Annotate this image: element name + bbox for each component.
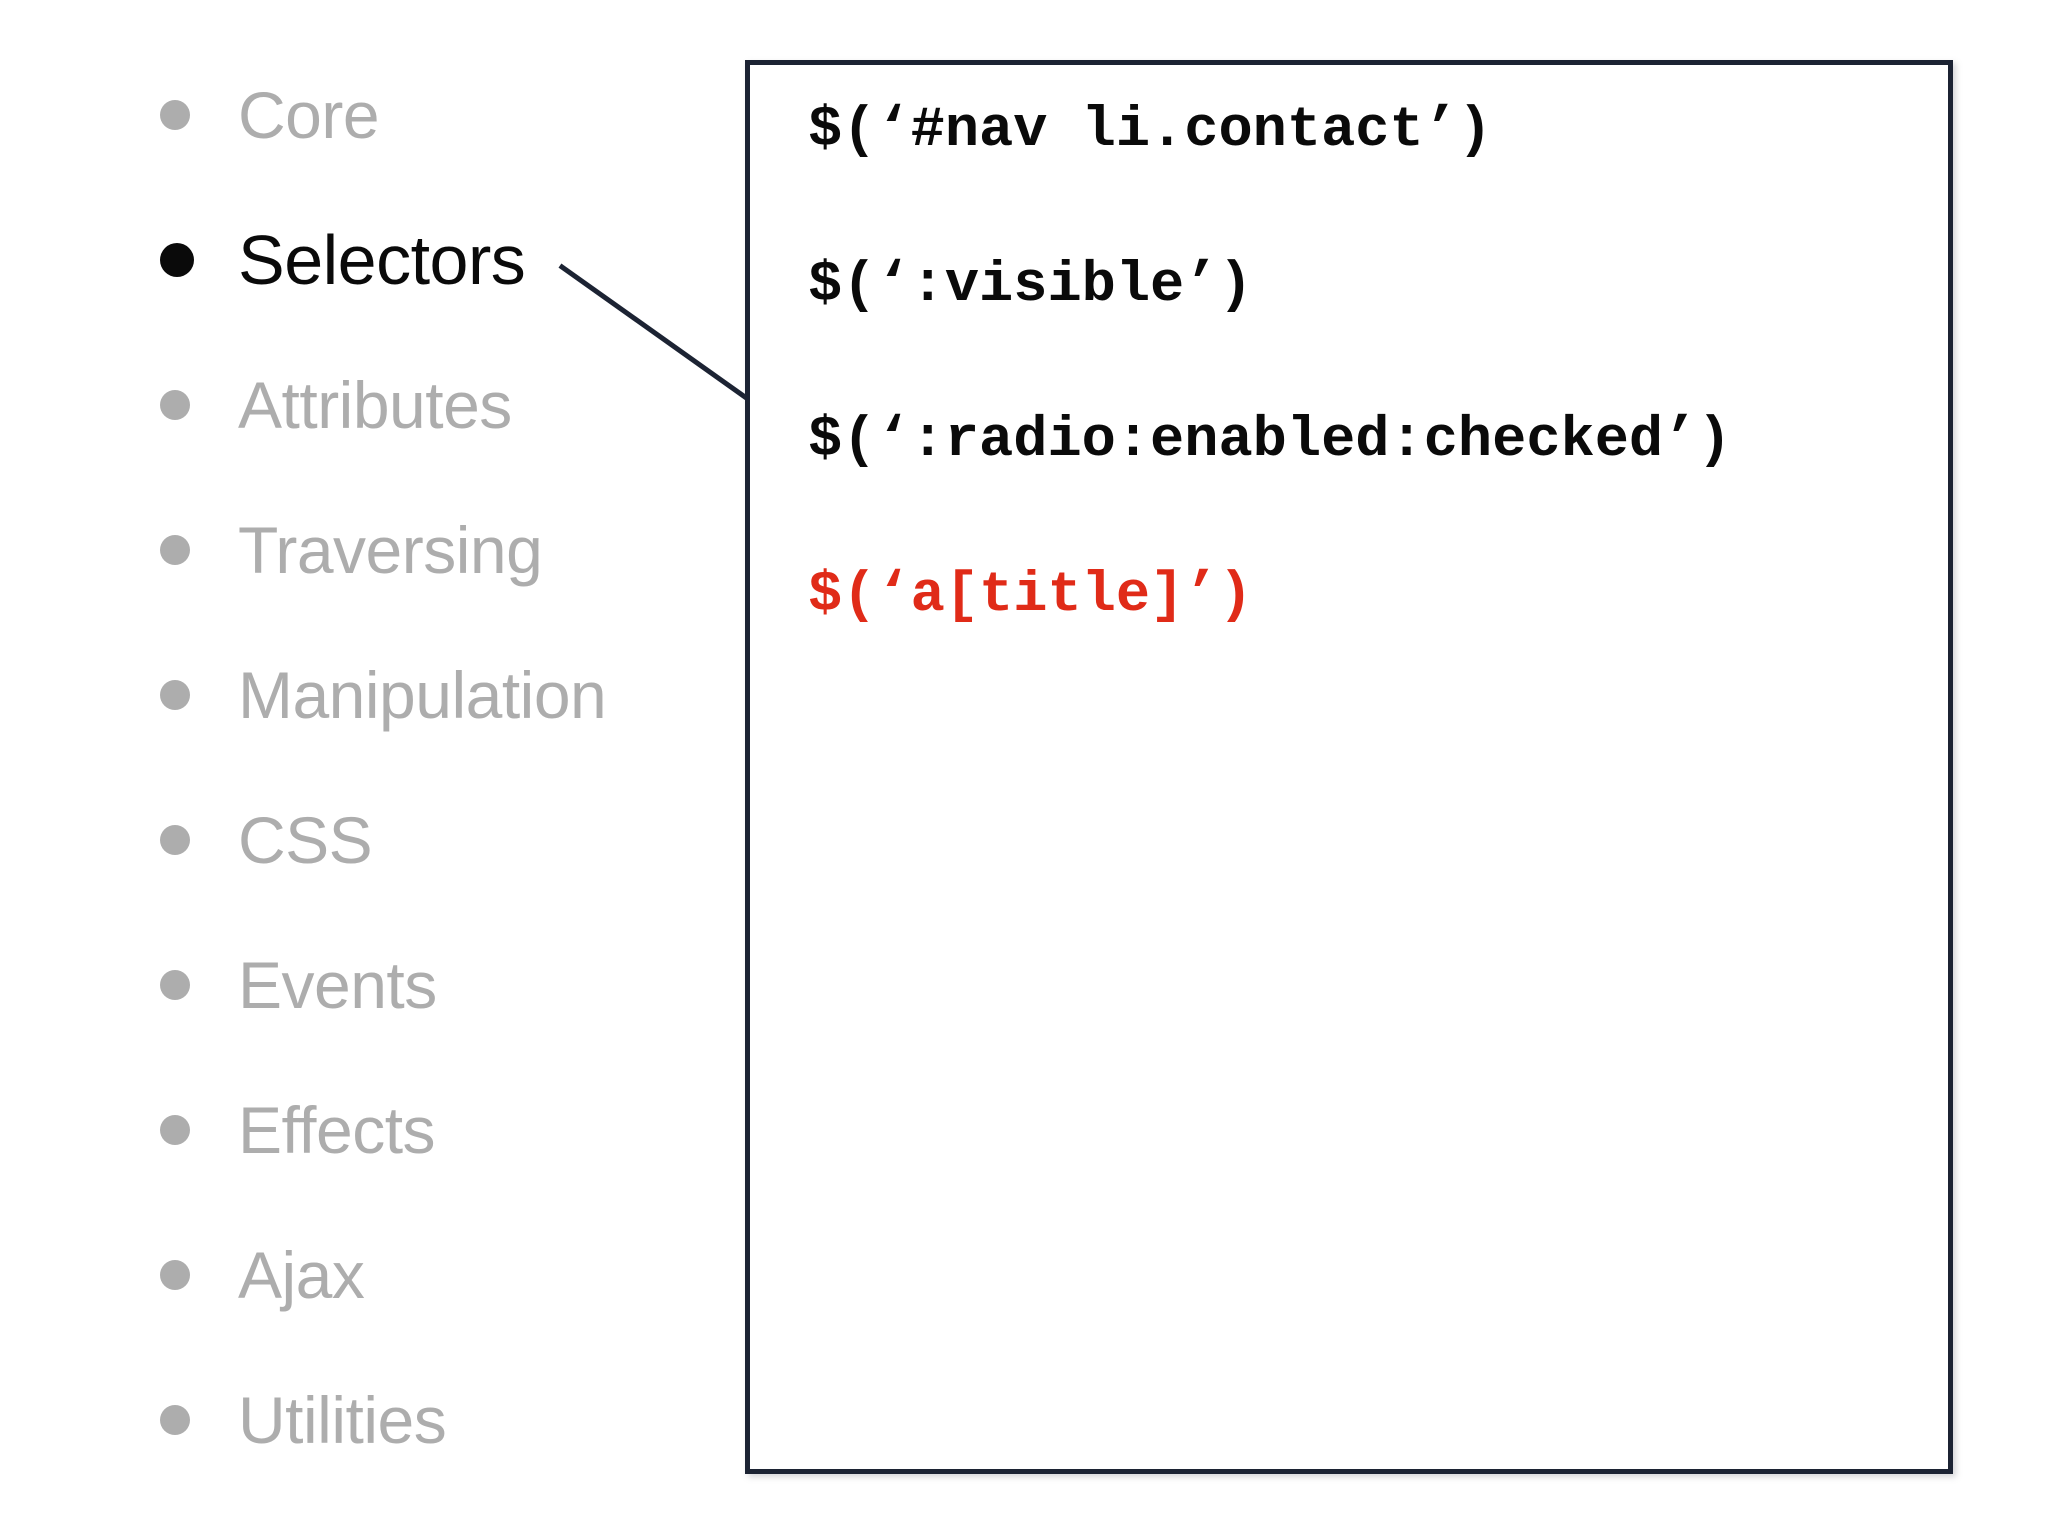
bullet-icon [160,1260,190,1290]
agenda-item-label: Core [238,78,380,152]
agenda-item-attributes[interactable]: Attributes [160,360,512,450]
agenda-item-label: Events [238,948,437,1022]
bullet-icon [160,970,190,1000]
agenda-item-label: CSS [238,803,373,877]
bullet-icon [160,390,190,420]
bullet-icon [160,243,194,277]
code-line-list: $(‘#nav li.contact’)$(‘:visible’)$(‘:rad… [808,103,1938,723]
agenda-item-events[interactable]: Events [160,940,437,1030]
bullet-icon [160,1115,190,1145]
code-line-highlighted: $(‘a[title]’) [808,564,1253,628]
agenda-item-label: Utilities [238,1383,447,1457]
agenda-item-utilities[interactable]: Utilities [160,1375,447,1465]
code-line: $(‘:visible’) [808,254,1253,318]
bullet-icon [160,680,190,710]
agenda-item-label: Manipulation [238,658,607,732]
agenda-item-effects[interactable]: Effects [160,1085,436,1175]
code-line: $(‘#nav li.contact’) [808,99,1493,163]
bullet-icon [160,1405,190,1435]
bullet-icon [160,535,190,565]
agenda-item-core[interactable]: Core [160,70,380,160]
agenda-item-manipulation[interactable]: Manipulation [160,650,607,740]
agenda-item-ajax[interactable]: Ajax [160,1230,365,1320]
agenda-item-traversing[interactable]: Traversing [160,505,543,595]
bullet-icon [160,100,190,130]
agenda-item-label: Selectors [238,221,526,299]
code-line: $(‘:radio:enabled:checked’) [808,409,1732,473]
agenda-item-label: Traversing [238,513,543,587]
agenda-item-label: Attributes [238,368,512,442]
agenda-item-css[interactable]: CSS [160,795,373,885]
agenda-item-selectors[interactable]: Selectors [160,215,526,305]
agenda-item-label: Effects [238,1093,436,1167]
code-examples-panel: $(‘#nav li.contact’) $(‘:visible’) $(‘:rad… [745,60,1953,1474]
bullet-icon [160,825,190,855]
agenda-item-label: Ajax [238,1238,365,1312]
